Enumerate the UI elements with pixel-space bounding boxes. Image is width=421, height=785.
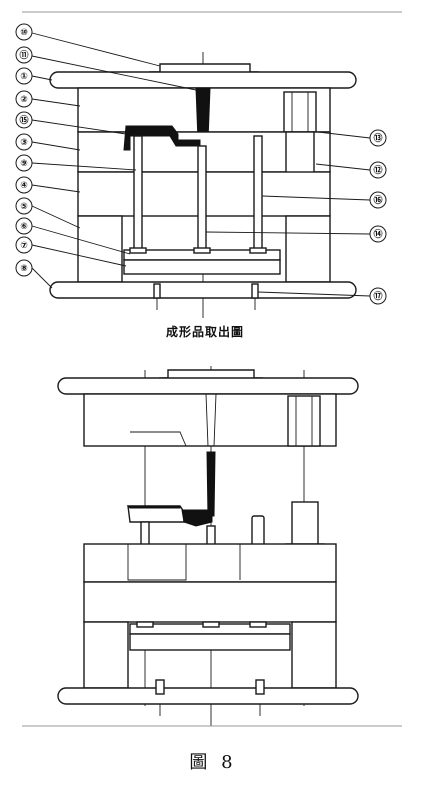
callout-15-label: ⑮ [19,114,28,126]
spacer-block-right-open [291,621,337,689]
stop-pin-left-open [155,679,165,695]
callout-15: ⑮ [15,111,33,129]
callout-14: ⑭ [369,225,387,243]
callout-11: ⑪ [15,46,33,64]
bottom-mold-assembly-open [57,366,359,726]
callout-11-label: ⑪ [19,49,28,61]
guide-bushing-open [287,395,321,447]
molded-part [123,125,201,151]
ejector-plate-open [129,633,291,651]
stop-pin-right [251,283,259,299]
callout-8: ⑧ [15,259,33,277]
callout-17-label: ⑰ [373,290,382,302]
callout-1: ① [15,67,33,85]
figure-caption: 圖 8 [189,752,236,773]
callout-6: ⑥ [15,217,33,235]
stop-pin-left [153,283,161,299]
callout-16-label: ⑯ [373,194,382,206]
callout-3-label: ③ [20,138,28,148]
callout-12-label: ⑫ [373,164,382,176]
callout-7-label: ⑦ [20,241,28,251]
callout-9: ⑨ [15,154,33,172]
callout-10-label: ⑩ [20,28,28,38]
callout-1-label: ① [20,72,28,82]
callout-16: ⑯ [369,191,387,209]
callout-14-label: ⑭ [373,228,382,240]
callout-17: ⑰ [369,287,387,305]
bottom-clamp-plate-open [57,687,359,705]
callout-2: ② [15,90,33,108]
callout-leaders [31,32,371,297]
callout-4: ④ [15,176,33,194]
callout-12: ⑫ [369,161,387,179]
guide-post [285,131,315,177]
callout-5: ⑤ [15,197,33,215]
top-figure-caption: 成形品取出圖 [166,324,244,339]
callout-2-label: ② [20,95,28,105]
top-mold-assembly [49,52,357,318]
ejected-sprue [206,451,216,517]
sprue-puller-pin [197,145,207,251]
support-plate-open [83,581,337,623]
ejector-pin-left [133,135,143,251]
spacer-block-left-open [83,621,129,689]
callout-5-label: ⑤ [20,202,28,212]
callout-7: ⑦ [15,236,33,254]
top-clamp-plate [49,71,357,89]
callout-3: ③ [15,133,33,151]
stop-pin-right-open [255,679,265,695]
top-clamp-plate-open [57,377,359,395]
callout-9-label: ⑨ [20,159,28,169]
spacer-block-left [77,215,123,283]
ejector-plate [123,259,281,275]
core-plate-open [83,543,337,583]
callout-13-label: ⑬ [373,132,382,144]
callout-4-label: ④ [20,181,28,191]
callout-10: ⑩ [15,23,33,41]
spacer-block-right [285,215,331,283]
callout-8-label: ⑧ [20,264,28,274]
callout-13: ⑬ [369,129,387,147]
bottom-clamp-plate [49,281,357,299]
callout-6-label: ⑥ [20,222,28,232]
guide-bushing [283,91,317,133]
